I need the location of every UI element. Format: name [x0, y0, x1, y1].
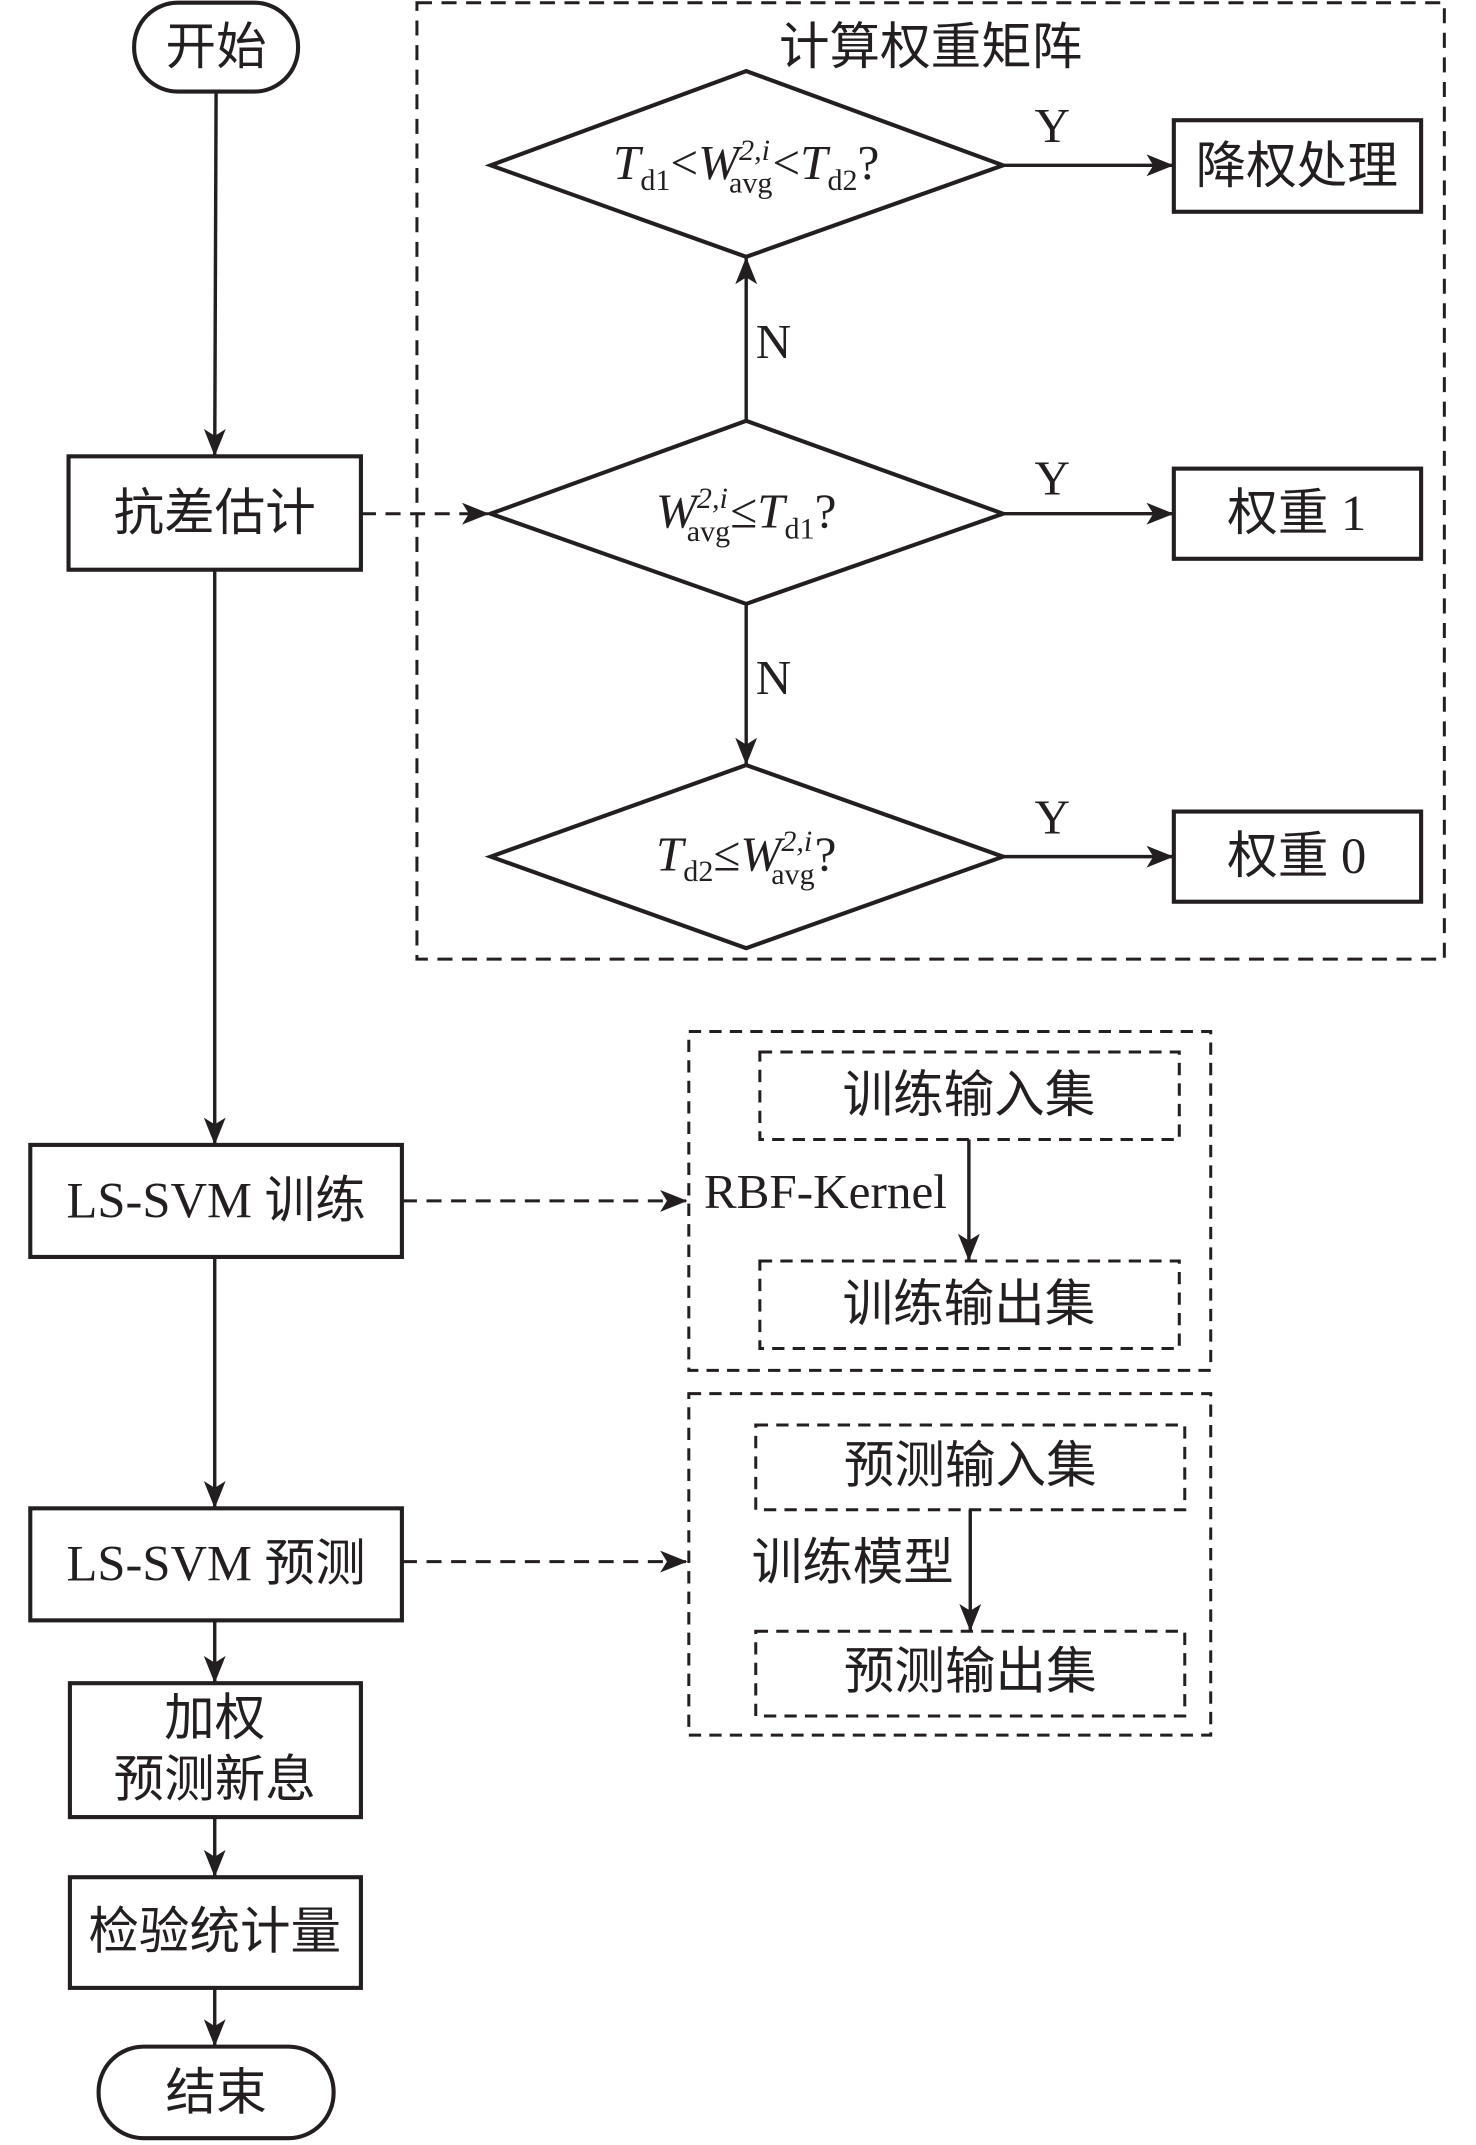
- lssvm-train-box: [28, 1142, 404, 1259]
- yes-label-3: Y: [1034, 789, 1070, 844]
- robust-estimation-label: 抗差估计: [114, 485, 316, 541]
- start-label: 开始: [166, 19, 267, 75]
- downweight-box: [1171, 118, 1424, 214]
- weight-matrix-title: 计算权重矩阵: [779, 19, 1082, 75]
- training-output-box: [758, 1259, 1181, 1350]
- yes-label-2: Y: [1034, 451, 1070, 506]
- prediction-output-label: 预测输出集: [844, 1644, 1097, 1700]
- lssvm-predict-box: [28, 1506, 404, 1623]
- weight1-box: [1171, 466, 1424, 561]
- lssvm-predict-label: LS-SVM 预测: [67, 1536, 366, 1592]
- weight0-label: 权重 0: [1227, 828, 1366, 884]
- arrow-start-to-estimation: [203, 91, 226, 457]
- training-input-box: [758, 1050, 1181, 1141]
- prediction-output-box: [754, 1629, 1187, 1718]
- weight1-label: 权重 1: [1227, 485, 1366, 541]
- robust-estimation-box: [66, 454, 363, 572]
- weight0-box: [1171, 809, 1424, 904]
- downweight-label: 降权处理: [1196, 138, 1398, 194]
- test-statistic-label: 检验统计量: [88, 1903, 341, 1959]
- end-terminal: [96, 2044, 336, 2141]
- weight-matrix-container: [415, 1, 1446, 961]
- weighted-innovation-label-2: 预测新息: [114, 1752, 316, 1808]
- training-output-label: 训练输出集: [843, 1276, 1096, 1332]
- trained-model-label: 训练模型: [752, 1534, 954, 1590]
- no-label-2: N: [756, 650, 792, 705]
- training-input-label: 训练输入集: [843, 1067, 1096, 1123]
- weighted-innovation-label-1: 加权: [164, 1690, 265, 1746]
- weighted-innovation-box: [67, 1681, 363, 1820]
- prediction-input-label: 预测输入集: [844, 1437, 1097, 1493]
- rbf-kernel-label: RBF-Kernel: [704, 1164, 947, 1219]
- end-label: 结束: [166, 2064, 267, 2120]
- yes-label-1: Y: [1034, 98, 1070, 153]
- lssvm-train-label: LS-SVM 训练: [67, 1172, 366, 1228]
- no-label-1: N: [756, 314, 792, 369]
